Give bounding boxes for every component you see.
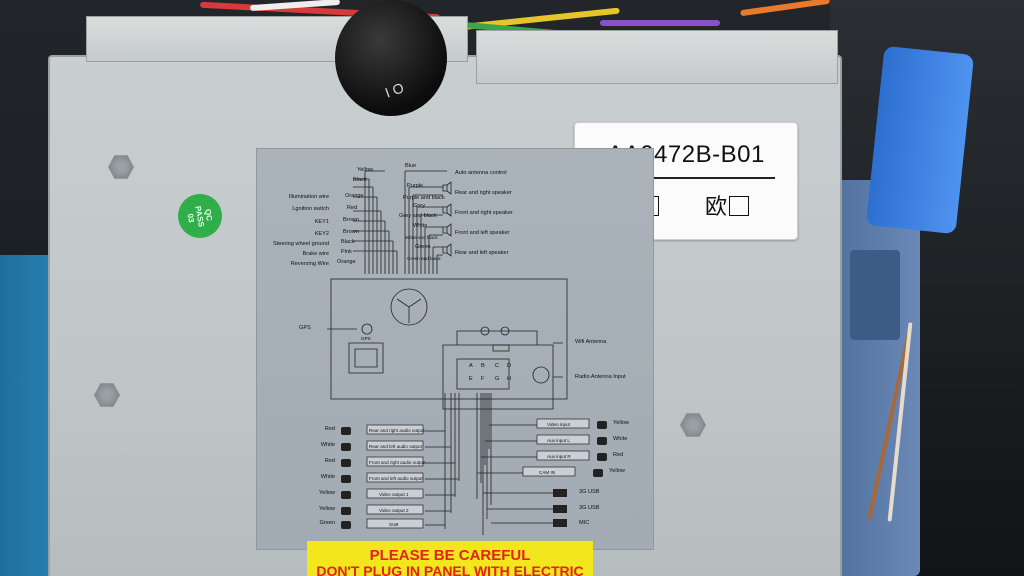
usb-label: 3G USB [579,505,600,511]
wiring-diagram-lines [327,170,607,535]
function-label: Illumination wire [288,194,329,200]
region-eu-text: 欧 [705,194,728,219]
function-label: Reversing Wire [290,261,329,267]
function-label: Lgnition switch [292,206,329,212]
output-color: Yellow [319,506,335,512]
output-color: White [320,474,335,480]
color-label: Purple [407,183,424,189]
input-label: Video input [547,422,570,427]
input-label: Aux input L [547,438,570,443]
function-label: Steering wheel ground [273,241,329,247]
model-divider [605,177,775,179]
wire-orange [740,0,830,17]
color-label: Green [415,244,431,250]
function-label: KEY2 [314,231,329,237]
function-label: Rear and left speaker [455,250,509,256]
input-color: White [613,436,628,442]
output-label: Rear and right audio output [369,428,425,433]
pin-label: E [469,376,473,382]
color-label: Blue [405,163,417,169]
input-color: Red [613,452,624,458]
screw-right [680,413,706,437]
gps-label: GPS [299,325,311,331]
function-label: Brake wire [302,251,329,257]
function-label: Front and left speaker [455,230,510,236]
wiring-diagram-sticker: Yellow Black Orange Red Brown Brown Blac… [256,148,654,550]
radio-antenna-label: Radio Antenna Input [575,374,626,380]
input-color: Yellow [609,468,625,474]
color-label: Red [347,205,358,211]
bracket-slot [850,250,900,340]
output-color: Red [324,426,335,432]
pin-label: B [481,363,485,369]
input-label: CAM IN [539,470,556,475]
output-label: Front and left audio output [369,476,423,481]
output-color: Red [324,458,335,464]
color-label: Orange [337,259,356,265]
mic-label: MIC [579,520,590,526]
color-label: Green and black [407,256,441,261]
output-label: Front and right audio output [369,460,426,465]
function-label: KEY1 [314,219,329,225]
housing-top-right [476,30,838,84]
wire-purple [600,20,720,26]
color-label: White [413,223,428,229]
output-color: Yellow [319,490,335,496]
color-label: Black [353,177,367,183]
pin-label: F [481,376,485,382]
pin-label: H [507,376,512,382]
output-label: SUB [389,522,399,527]
color-label: Yellow [357,167,373,173]
checkbox-icon [729,196,750,216]
color-label: Grey [413,203,426,209]
output-color: White [320,442,335,448]
function-label: Rear and right speaker [455,190,512,196]
color-label: Purple and black [403,195,445,201]
screw-bottom-left [94,383,120,407]
blue-connector [865,45,975,235]
power-switch[interactable] [335,0,447,116]
warning-label: PLEASE BE CAREFUL DON'T PLUG IN PANEL WI… [307,541,593,576]
input-color: Yellow [613,420,629,426]
color-label: Brown [343,217,359,223]
qc-pass-sticker: QC PASS 03 [178,194,222,238]
color-label: White and black [405,235,438,240]
wifi-antenna-label: Wifi Antenna [575,339,607,345]
color-label: Pink [341,249,352,255]
function-label: Auto antenna control [455,170,507,176]
color-label: Grey and black [399,213,437,219]
input-label: Aux input R [547,454,571,459]
color-label: Black [341,239,355,245]
pin-label: A [469,363,473,369]
pin-label: D [507,363,512,369]
function-label: Front and right speaker [455,210,513,216]
output-color: Green [319,520,335,526]
output-label: Rear and left audio output [369,444,422,449]
pin-label: G [495,376,500,382]
warning-line1: PLEASE BE CAREFUL [369,547,531,564]
output-label: Video output 2 [379,508,409,513]
warning-line2: DON'T PLUG IN PANEL WITH ELECTRIC [316,563,584,576]
usb-label: 3G USB [579,489,600,495]
color-label: Brown [343,229,359,235]
gps-small-label: GPS [361,336,371,341]
qc-line1: QC [203,207,215,222]
output-label: Video output 1 [379,492,409,497]
pin-label: C [495,363,500,369]
color-label: Orange [345,193,364,199]
region-eu: 欧 [705,189,750,221]
screw-top-left [108,155,134,179]
